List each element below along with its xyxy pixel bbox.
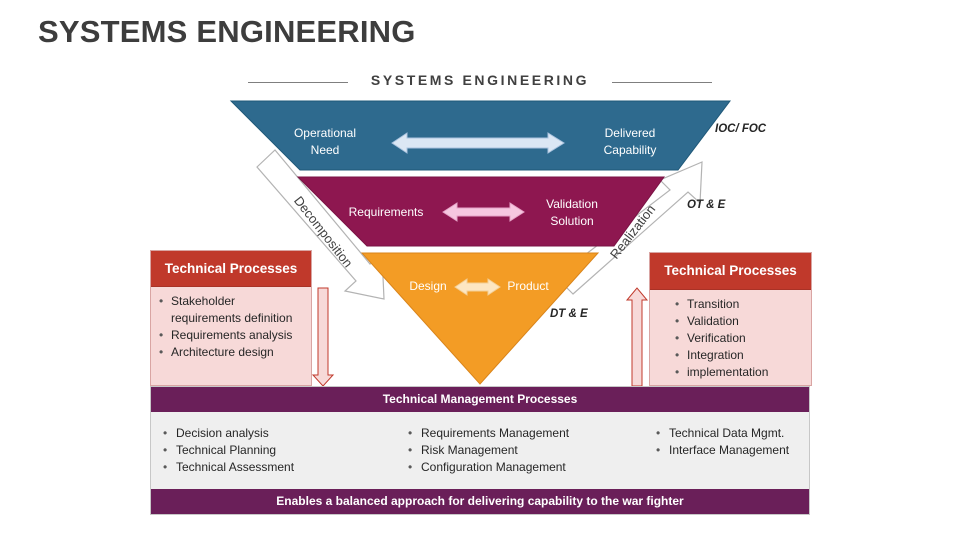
subtitle-rule-left xyxy=(248,82,348,83)
list-item: implementation xyxy=(667,364,805,381)
design-label: Design xyxy=(409,279,447,293)
middle-double-arrow xyxy=(442,202,525,222)
list-item: Architecture design xyxy=(151,344,305,361)
vee-band-bottom xyxy=(360,252,600,385)
list-item: Stakeholder requirements definition xyxy=(151,293,305,327)
list-item: Interface Management xyxy=(656,442,789,459)
list-item: Technical Assessment xyxy=(163,459,294,476)
list-item: Technical Data Mgmt. xyxy=(656,425,789,442)
management-column-2: Requirements Management Risk Management … xyxy=(408,425,569,476)
left-panel-title: Technical Processes xyxy=(151,251,311,287)
down-arrow xyxy=(311,287,335,387)
management-footer: Enables a balanced approach for deliveri… xyxy=(151,489,809,514)
operational-need-label: Operational Need xyxy=(293,126,357,157)
list-item: Technical Planning xyxy=(163,442,294,459)
validation-solution-label: Validation Solution xyxy=(546,197,598,228)
management-column-3: Technical Data Mgmt. Interface Managemen… xyxy=(656,425,789,459)
up-arrow xyxy=(625,287,649,387)
list-item: Requirements analysis xyxy=(151,327,305,344)
vee-band-top xyxy=(229,100,732,171)
right-panel-list: Transition Validation Verification Integ… xyxy=(650,290,811,381)
list-item: Configuration Management xyxy=(408,459,569,476)
delivered-capability-label: Delivered Capability xyxy=(603,126,657,157)
right-technical-processes-panel: Technical Processes Transition Validatio… xyxy=(649,252,812,386)
technical-management-panel: Technical Management Processes Decision … xyxy=(150,386,810,515)
subtitle-rule-right xyxy=(612,82,712,83)
diagram-subtitle: SYSTEMS ENGINEERING xyxy=(370,72,590,88)
bottom-double-arrow xyxy=(454,278,501,296)
list-item: Validation xyxy=(667,313,805,330)
ioc-foc-label: IOC/ FOC xyxy=(715,123,767,135)
requirements-label: Requirements xyxy=(348,205,424,219)
list-item: Decision analysis xyxy=(163,425,294,442)
product-label: Product xyxy=(507,279,549,293)
left-technical-processes-panel: Technical Processes Stakeholder requirem… xyxy=(150,250,312,386)
technical-management-title: Technical Management Processes xyxy=(151,387,809,412)
page-title: SYSTEMS ENGINEERING xyxy=(38,14,416,49)
left-panel-list: Stakeholder requirements definition Requ… xyxy=(151,287,311,361)
list-item: Integration xyxy=(667,347,805,364)
list-item: Verification xyxy=(667,330,805,347)
dt-e-label: DT & E xyxy=(550,308,588,320)
ot-e-label: OT & E xyxy=(687,199,726,211)
right-panel-title: Technical Processes xyxy=(650,253,811,290)
list-item: Requirements Management xyxy=(408,425,569,442)
top-double-arrow xyxy=(391,132,565,154)
management-column-1: Decision analysis Technical Planning Tec… xyxy=(163,425,294,476)
list-item: Risk Management xyxy=(408,442,569,459)
list-item: Transition xyxy=(667,296,805,313)
